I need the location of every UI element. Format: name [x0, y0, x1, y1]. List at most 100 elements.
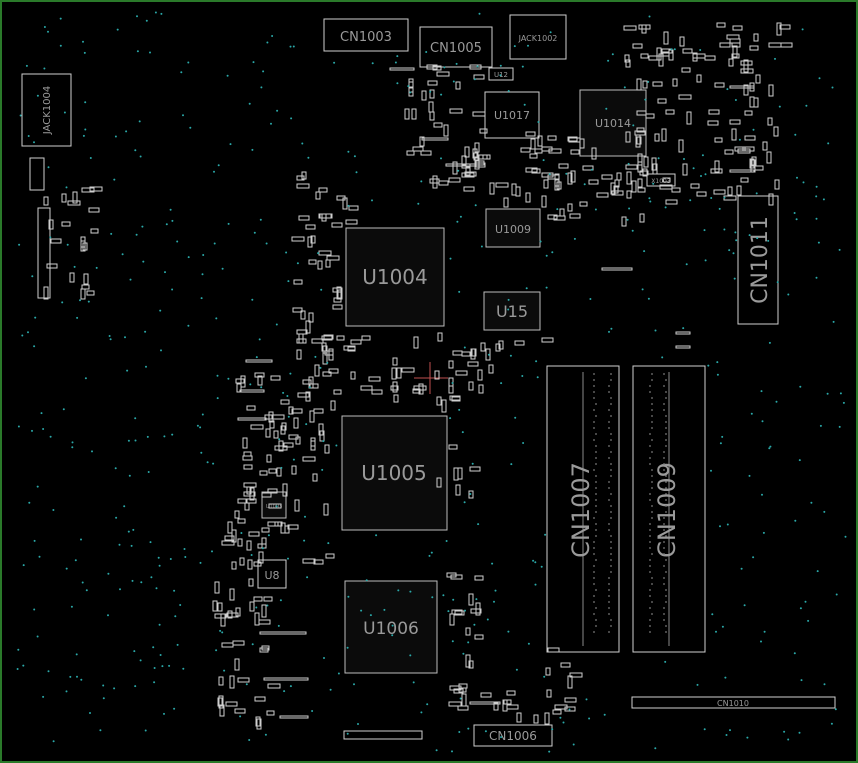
smd-part [246, 486, 252, 495]
via [59, 44, 62, 47]
u1005-chip: U1005 [341, 415, 448, 531]
slot-pin [610, 547, 612, 549]
via [657, 157, 660, 160]
smd-part [258, 551, 264, 564]
via [440, 93, 443, 96]
via [144, 330, 147, 333]
smd-part [248, 578, 254, 587]
via [823, 683, 826, 686]
via [174, 615, 177, 618]
slot-pin [610, 625, 612, 627]
via [353, 683, 355, 686]
via [154, 11, 157, 14]
smd-part [637, 178, 643, 188]
via [199, 561, 202, 564]
via [670, 48, 673, 51]
via [248, 102, 251, 105]
via [201, 413, 204, 416]
via [831, 86, 834, 89]
slot-pin [608, 445, 610, 447]
via [826, 392, 829, 395]
via [775, 400, 778, 403]
smd-part [749, 96, 755, 108]
via [138, 120, 141, 123]
smd-part [273, 430, 279, 439]
smd-part [243, 464, 253, 470]
via [200, 297, 203, 300]
via [182, 667, 185, 670]
via [22, 664, 25, 667]
via [369, 614, 372, 617]
u8-label: U8 [264, 569, 279, 582]
smd-part [261, 537, 267, 549]
slot-pin [663, 613, 665, 615]
via [155, 587, 158, 590]
via [430, 551, 433, 554]
smd-part [768, 42, 782, 48]
via [301, 142, 304, 145]
via [275, 505, 278, 508]
via [461, 431, 464, 434]
via [776, 281, 779, 284]
u1014-label: U1014 [595, 117, 631, 130]
smd-part [318, 213, 332, 219]
via [290, 117, 293, 120]
u1005-label: U1005 [361, 461, 427, 485]
via [200, 451, 203, 454]
smd-part [293, 417, 299, 429]
via [588, 717, 591, 720]
via [842, 401, 845, 404]
slot-pin [665, 397, 667, 399]
smd-part [467, 361, 479, 367]
smd-part [229, 675, 235, 689]
via [710, 197, 713, 199]
smd-part [469, 64, 482, 70]
slot-pin [665, 481, 667, 483]
via [700, 175, 702, 177]
slot-pin [595, 451, 597, 453]
via [76, 675, 78, 678]
slot-pin [665, 445, 667, 447]
via [565, 172, 568, 175]
smd-part [625, 59, 631, 68]
via [25, 64, 28, 67]
smd-part [314, 364, 320, 377]
smd-part [682, 48, 693, 54]
via [240, 532, 243, 534]
slot-pin [663, 463, 665, 465]
smd-part [301, 171, 307, 180]
via [654, 747, 657, 750]
via [608, 330, 610, 333]
smd-part [675, 345, 691, 349]
via [832, 320, 835, 323]
smd-part [331, 222, 343, 228]
via [251, 148, 254, 151]
via [463, 346, 466, 349]
via [540, 565, 543, 568]
smd-part [221, 540, 235, 546]
via [80, 678, 83, 681]
slot-pin [608, 529, 610, 531]
smd-part [534, 148, 543, 154]
via [144, 729, 147, 732]
smd-part [541, 337, 554, 343]
via [171, 433, 174, 436]
via [201, 273, 204, 276]
smd-part [248, 531, 260, 537]
via [184, 556, 187, 558]
via [628, 207, 631, 210]
smd-part [642, 168, 648, 177]
smd-part [436, 396, 442, 406]
slot-pin [649, 589, 651, 591]
slot-pin [595, 487, 597, 489]
via [761, 420, 764, 423]
via [726, 88, 729, 91]
slot-pin [665, 433, 667, 435]
smd-part [740, 68, 754, 74]
slot-pin [651, 427, 653, 429]
via [65, 690, 68, 693]
smd-part [418, 383, 424, 395]
smd-part [436, 71, 450, 77]
smd-part [419, 136, 425, 147]
via [726, 523, 729, 526]
